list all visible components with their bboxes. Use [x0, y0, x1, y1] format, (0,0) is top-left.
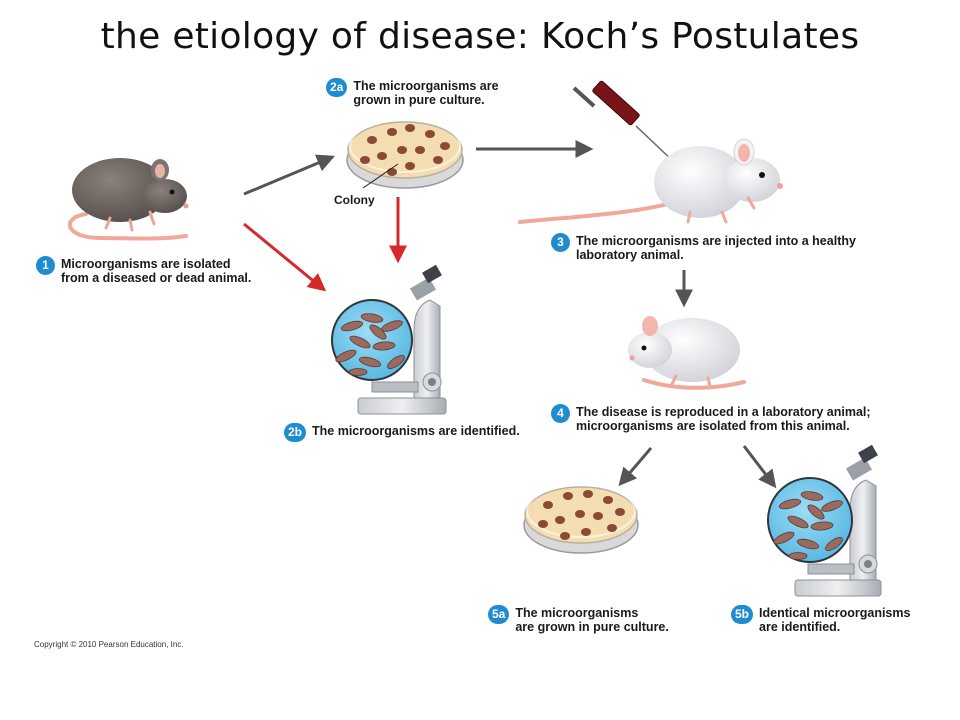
step-4-line-1: The disease is reproduced in a laborator…: [576, 405, 871, 419]
microscope-2b-icon: [331, 264, 447, 415]
step-4-badge: 4: [551, 404, 570, 423]
step-5b-line-2: are identified.: [759, 620, 841, 634]
step-4-line-2: microorganisms are isolated from this an…: [576, 419, 850, 433]
step-3-caption: The microorganisms are injected into a h…: [576, 234, 856, 262]
step-2b-badge: 2b: [284, 423, 307, 442]
step-3: 3 The microorganisms are injected into a…: [551, 233, 856, 262]
step-5b-line-1: Identical microorganisms: [759, 606, 911, 620]
step-1: 1 Microorganisms are isolated from a dis…: [36, 256, 251, 285]
page-title: the etiology of disease: Koch’s Postulat…: [100, 16, 860, 57]
step-2b: 2b The microorganisms are identified.: [284, 423, 520, 442]
step-2b-line-1: The microorganisms are identified.: [312, 424, 520, 438]
step-2a: 2a The microorganisms are grown in pure …: [326, 78, 499, 107]
step-3-line-1: The microorganisms are injected into a h…: [576, 234, 856, 248]
step-2a-caption: The microorganisms are grown in pure cul…: [353, 79, 498, 107]
petri-dish-5a-icon: [523, 484, 639, 554]
step-1-badge: 1: [36, 256, 55, 275]
step-3-line-2: laboratory animal.: [576, 248, 684, 262]
step-1-caption: Microorganisms are isolated from a disea…: [61, 257, 251, 285]
step-5a-badge: 5a: [488, 605, 510, 624]
step-5a: 5a The microorganisms are grown in pure …: [488, 605, 669, 634]
step-2a-line-1: The microorganisms are: [353, 79, 499, 93]
step-4-caption: The disease is reproduced in a laborator…: [576, 405, 871, 433]
petri-dish-2a-icon: [346, 119, 464, 189]
diseased-lab-mouse-icon: [628, 316, 746, 390]
step-5a-caption: The microorganisms are grown in pure cul…: [515, 606, 669, 634]
arrows: [243, 140, 777, 489]
step-2a-line-2: grown in pure culture.: [353, 93, 485, 107]
copyright-notice: Copyright © 2010 Pearson Education, Inc.: [34, 640, 184, 649]
step-2a-badge: 2a: [326, 78, 348, 97]
step-1-line-2: from a diseased or dead animal.: [61, 271, 252, 285]
diseased-mouse-icon: [67, 158, 189, 241]
step-3-badge: 3: [551, 233, 570, 252]
syringe-icon: [572, 80, 675, 163]
step-5a-line-1: The microorganisms: [515, 606, 639, 620]
step-2b-caption: The microorganisms are identified.: [312, 424, 520, 438]
healthy-mouse-icon: [518, 138, 783, 224]
colony-label: Colony: [334, 193, 375, 207]
step-4: 4 The disease is reproduced in a laborat…: [551, 404, 871, 433]
step-5b-caption: Identical microorganisms are identified.: [759, 606, 910, 634]
step-5a-line-2: are grown in pure culture.: [515, 620, 669, 634]
step-5b: 5b Identical microorganisms are identifi…: [731, 605, 910, 634]
step-1-line-1: Microorganisms are isolated: [61, 257, 231, 271]
microscope-5b-icon: [767, 444, 882, 597]
step-5b-badge: 5b: [731, 605, 754, 624]
